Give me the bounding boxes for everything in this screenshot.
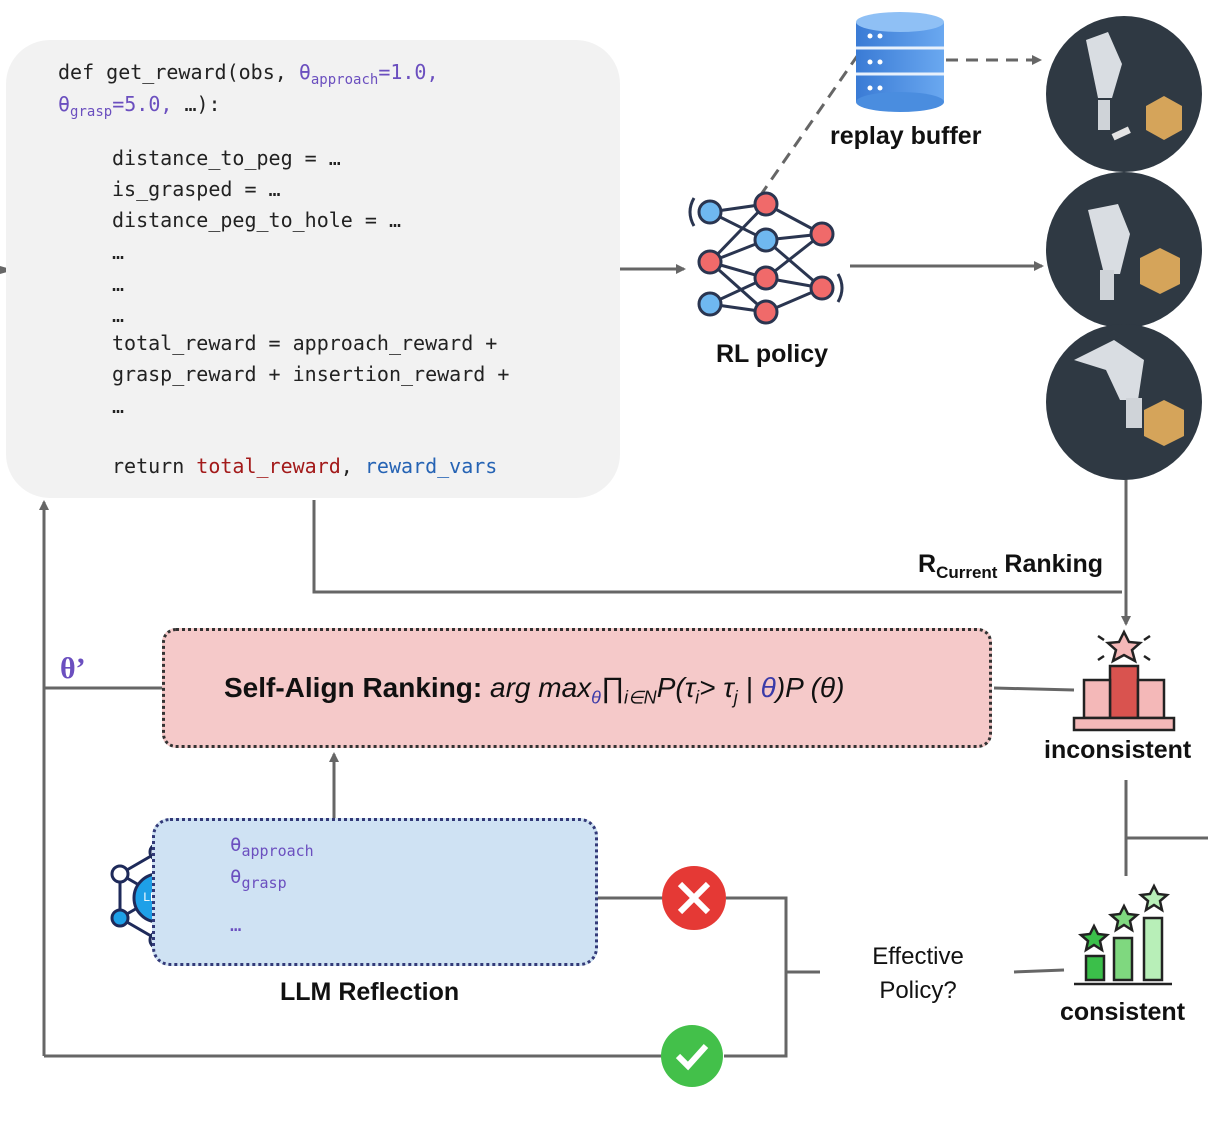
code-ellipsis: …: [112, 272, 125, 296]
robot-arm-icon: [1046, 16, 1202, 172]
code-ellipsis: …: [112, 240, 125, 264]
replay-buffer-label: replay buffer: [830, 122, 982, 150]
line-decision-bracket: [724, 896, 788, 1058]
theta-prime-label: θ’: [60, 652, 86, 685]
self-align-formula: Self-Align Ranking: arg maxθ∏i∈NP(τi> τj…: [224, 672, 845, 708]
robot-arm-icon: [1046, 324, 1202, 480]
code-ellipsis: …: [112, 303, 125, 327]
dashed-policy-to-buffer: [758, 51, 862, 197]
reflection-param-grasp: θgrasp: [230, 866, 287, 892]
bar-chart-stars-icon: [1074, 883, 1172, 986]
code-line-total-reward-3: …: [112, 394, 125, 418]
code-line-total-reward: total_reward = approach_reward +: [112, 331, 498, 355]
line-inconsistent-to-rank: [993, 686, 1075, 692]
code-line-signature-2: θgrasp=5.0, …):: [58, 92, 221, 120]
reward-code-box: [6, 40, 620, 498]
podium-star-icon: [1072, 629, 1176, 732]
check-icon: [661, 1025, 723, 1087]
robot-arm-icon: [1046, 172, 1202, 328]
code-line-return: return total_reward, reward_vars: [112, 454, 498, 478]
line-question-to-consistent: [1013, 968, 1065, 974]
line-code-to-ranking: [312, 500, 1122, 594]
code-line-signature: def get_reward(obs, θapproach=1.0,: [58, 60, 439, 88]
consistent-label: consistent: [1060, 998, 1186, 1026]
database-icon: [856, 12, 944, 112]
code-line-total-reward-2: grasp_reward + insertion_reward +: [112, 362, 510, 386]
neural-network-icon: [688, 191, 844, 325]
code-line-distance-peg-to-hole: distance_peg_to_hole = …: [112, 208, 401, 232]
inconsistent-label: inconsistent: [1044, 736, 1192, 764]
reflection-param-more: …: [230, 914, 242, 936]
code-line-is-grasped: is_grasped = …: [112, 177, 281, 201]
llm-reflection-box: [152, 818, 598, 966]
ranking-label: RCurrent Ranking: [918, 550, 1104, 582]
llm-reflection-label: LLM Reflection: [280, 978, 460, 1006]
self-align-ranking-box: [162, 628, 992, 748]
rl-policy-label: RL policy: [716, 340, 829, 368]
cross-icon: [662, 866, 726, 930]
reflection-param-approach: θapproach: [230, 834, 314, 860]
code-line-distance-to-peg: distance_to_peg = …: [112, 146, 341, 170]
